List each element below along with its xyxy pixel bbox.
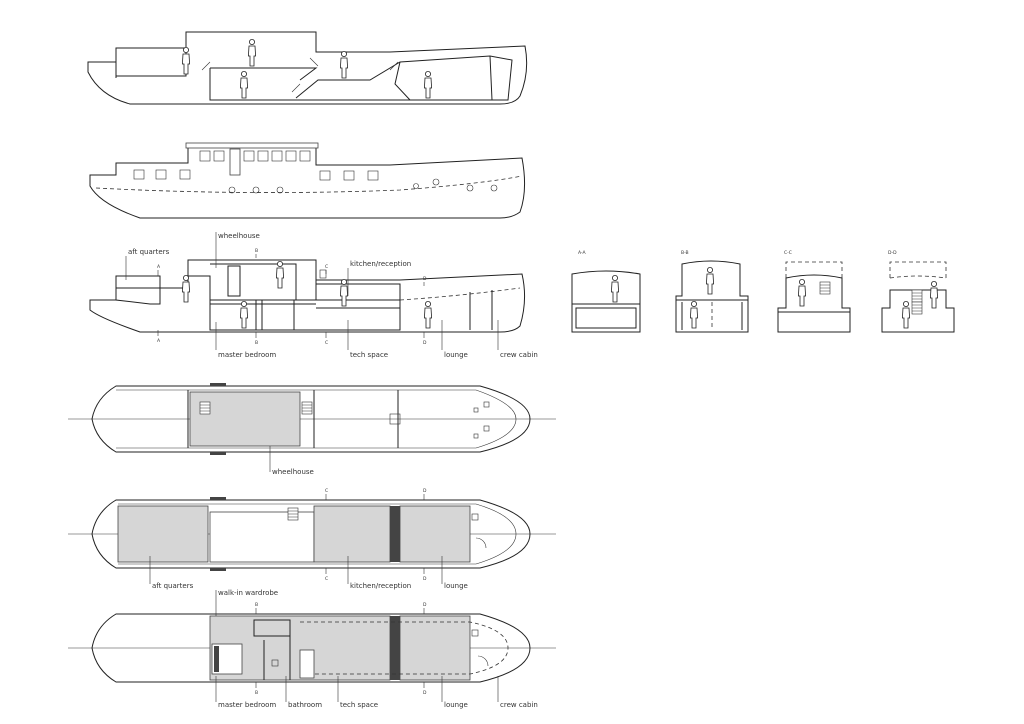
human-figure-icon (690, 300, 698, 329)
cross-section-b: B-B (675, 250, 749, 333)
human-figure-icon (611, 274, 619, 303)
lower-deck-plan: B B D D walk-in wardrobe master bedroom … (68, 589, 556, 709)
door-swing-icon (477, 655, 489, 667)
cut-mark-b-plan-bottom: B (255, 690, 258, 696)
staircase-icon (911, 289, 923, 303)
label-bathroom: bathroom (288, 701, 322, 709)
toilet-icon (271, 659, 279, 667)
human-figure-icon (339, 278, 349, 307)
human-figure-icon (239, 300, 249, 329)
exterior-hull (89, 145, 526, 219)
cut-mark-d-plan-lower: D (423, 602, 427, 608)
cut-mark-c-plan-bottom: C (325, 576, 328, 582)
cut-mark-a-top: A (157, 264, 161, 270)
label-aft-quarters-plan: aft quarters (152, 582, 194, 590)
human-figure-icon (239, 71, 249, 99)
human-figure-icon (181, 274, 191, 303)
cut-mark-d-plan-bottom: D (423, 576, 427, 582)
wheelhouse-room (189, 391, 301, 447)
human-figure-icon (706, 266, 714, 295)
cut-mark-b-top: B (255, 248, 258, 254)
human-figure-icon (902, 300, 910, 329)
hull-outline (87, 31, 528, 105)
wheelhouse-windows (199, 148, 311, 176)
toilet-icon (471, 629, 479, 637)
cross-section-c: C-C (777, 250, 851, 333)
human-figure-icon (423, 300, 433, 329)
main-deck-plan: C C D D aft quarters kitchen/reception l… (68, 488, 556, 590)
human-figure-icon (339, 51, 349, 79)
label-kitchen-reception-plan: kitchen/reception (350, 582, 411, 590)
human-figure-icon (247, 39, 257, 67)
label-lounge-plan: lounge (444, 582, 468, 590)
staircase-icon (287, 507, 299, 521)
staircase-icon (911, 301, 923, 315)
human-figure-icon (798, 278, 806, 307)
long-section-top (87, 31, 528, 105)
human-figure-icon (181, 47, 191, 75)
cut-mark-c-bottom: C (325, 340, 328, 346)
cut-mark-a-bottom: A (157, 338, 161, 344)
label-aft-quarters: aft quarters (128, 248, 170, 256)
label-master-bedroom: master bedroom (218, 351, 276, 359)
aft-quarters-room (117, 505, 209, 563)
cut-mark-d-bottom: D (423, 340, 427, 346)
label-master-bedroom-plan: master bedroom (218, 701, 276, 709)
section-cut-marker-icon (157, 254, 425, 338)
human-figure-icon (275, 260, 285, 289)
labelled-long-section: A A B B C C D D aft quarters wheelhouse … (89, 232, 538, 359)
cut-mark-b-plan: B (255, 602, 258, 608)
cut-mark-c-top: C (325, 264, 328, 270)
side-elevation (89, 142, 526, 219)
label-crew-cabin-plan: crew cabin (500, 701, 538, 709)
label-wheelhouse: wheelhouse (218, 232, 260, 240)
cross-section-a: A-A (571, 250, 641, 333)
staircase-icon (199, 401, 211, 415)
cut-mark-b-bottom: B (255, 340, 258, 346)
cut-mark-d-plan-lower-bottom: D (423, 690, 427, 696)
cut-mark-c-plan: C (325, 488, 328, 494)
toilet-icon (471, 513, 479, 521)
door-swing-icon (475, 537, 487, 549)
label-tech-space: tech space (350, 351, 388, 359)
staircase-icon (301, 401, 313, 415)
human-figure-icon (930, 280, 938, 309)
section-d-title: D-D (888, 250, 897, 256)
label-crew-cabin: crew cabin (500, 351, 538, 359)
section-c-title: C-C (784, 250, 792, 256)
cut-mark-d-plan: D (423, 488, 427, 494)
staircase-icon (819, 281, 831, 295)
cut-mark-d-top: D (423, 276, 427, 282)
cross-section-d: D-D (881, 250, 955, 333)
human-figure-icon (423, 71, 433, 99)
section-a-title: A-A (578, 250, 587, 256)
section-b-title: B-B (681, 250, 689, 256)
label-walk-in-wardrobe: walk-in wardrobe (218, 589, 278, 597)
label-kitchen-reception: kitchen/reception (350, 260, 411, 268)
label-lounge-plan-lower: lounge (444, 701, 468, 709)
label-tech-space-plan: tech space (340, 701, 378, 709)
deck-plan-wheelhouse: wheelhouse (68, 383, 556, 476)
kitchen-reception-room (313, 505, 391, 563)
label-lounge: lounge (444, 351, 468, 359)
lounge-room (399, 505, 471, 563)
label-wheelhouse-plan: wheelhouse (272, 468, 314, 476)
